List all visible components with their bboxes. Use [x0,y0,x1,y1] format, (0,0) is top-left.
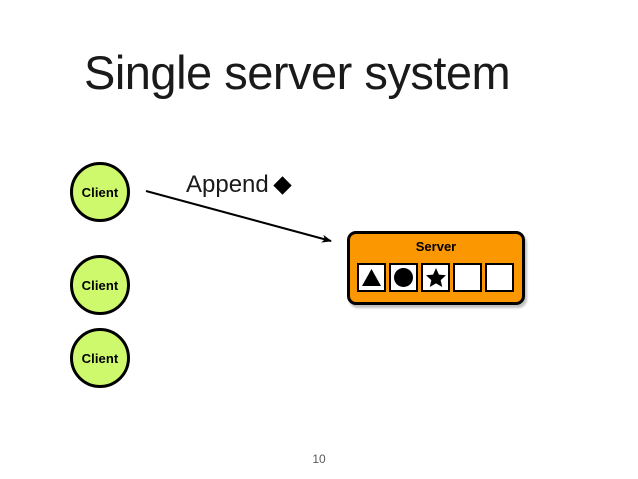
circle-icon [394,268,413,287]
append-message-group: Append [186,171,292,199]
client-node-label: Client [81,184,119,200]
client-node-label: Client [81,277,119,293]
log-slot-3[interactable] [421,263,450,292]
log-slot-5[interactable] [485,263,514,292]
page-title: Single server system [84,46,511,99]
server-label: Server [415,239,457,254]
append-label: Append [186,171,269,198]
client-node-label: Client [81,350,119,366]
triangle-icon [362,269,381,286]
client-node-2[interactable]: Client [70,255,130,315]
server-log-slots [357,263,514,292]
log-slot-4[interactable] [453,263,482,292]
log-slot-1[interactable] [357,263,386,292]
client-node-3[interactable]: Client [70,328,130,388]
star-icon [425,268,446,287]
log-slot-2[interactable] [389,263,418,292]
diamond-icon [273,175,292,195]
client-node-1[interactable]: Client [70,162,130,222]
server-box[interactable]: Server [347,231,525,305]
page-number: 10 [312,452,326,466]
